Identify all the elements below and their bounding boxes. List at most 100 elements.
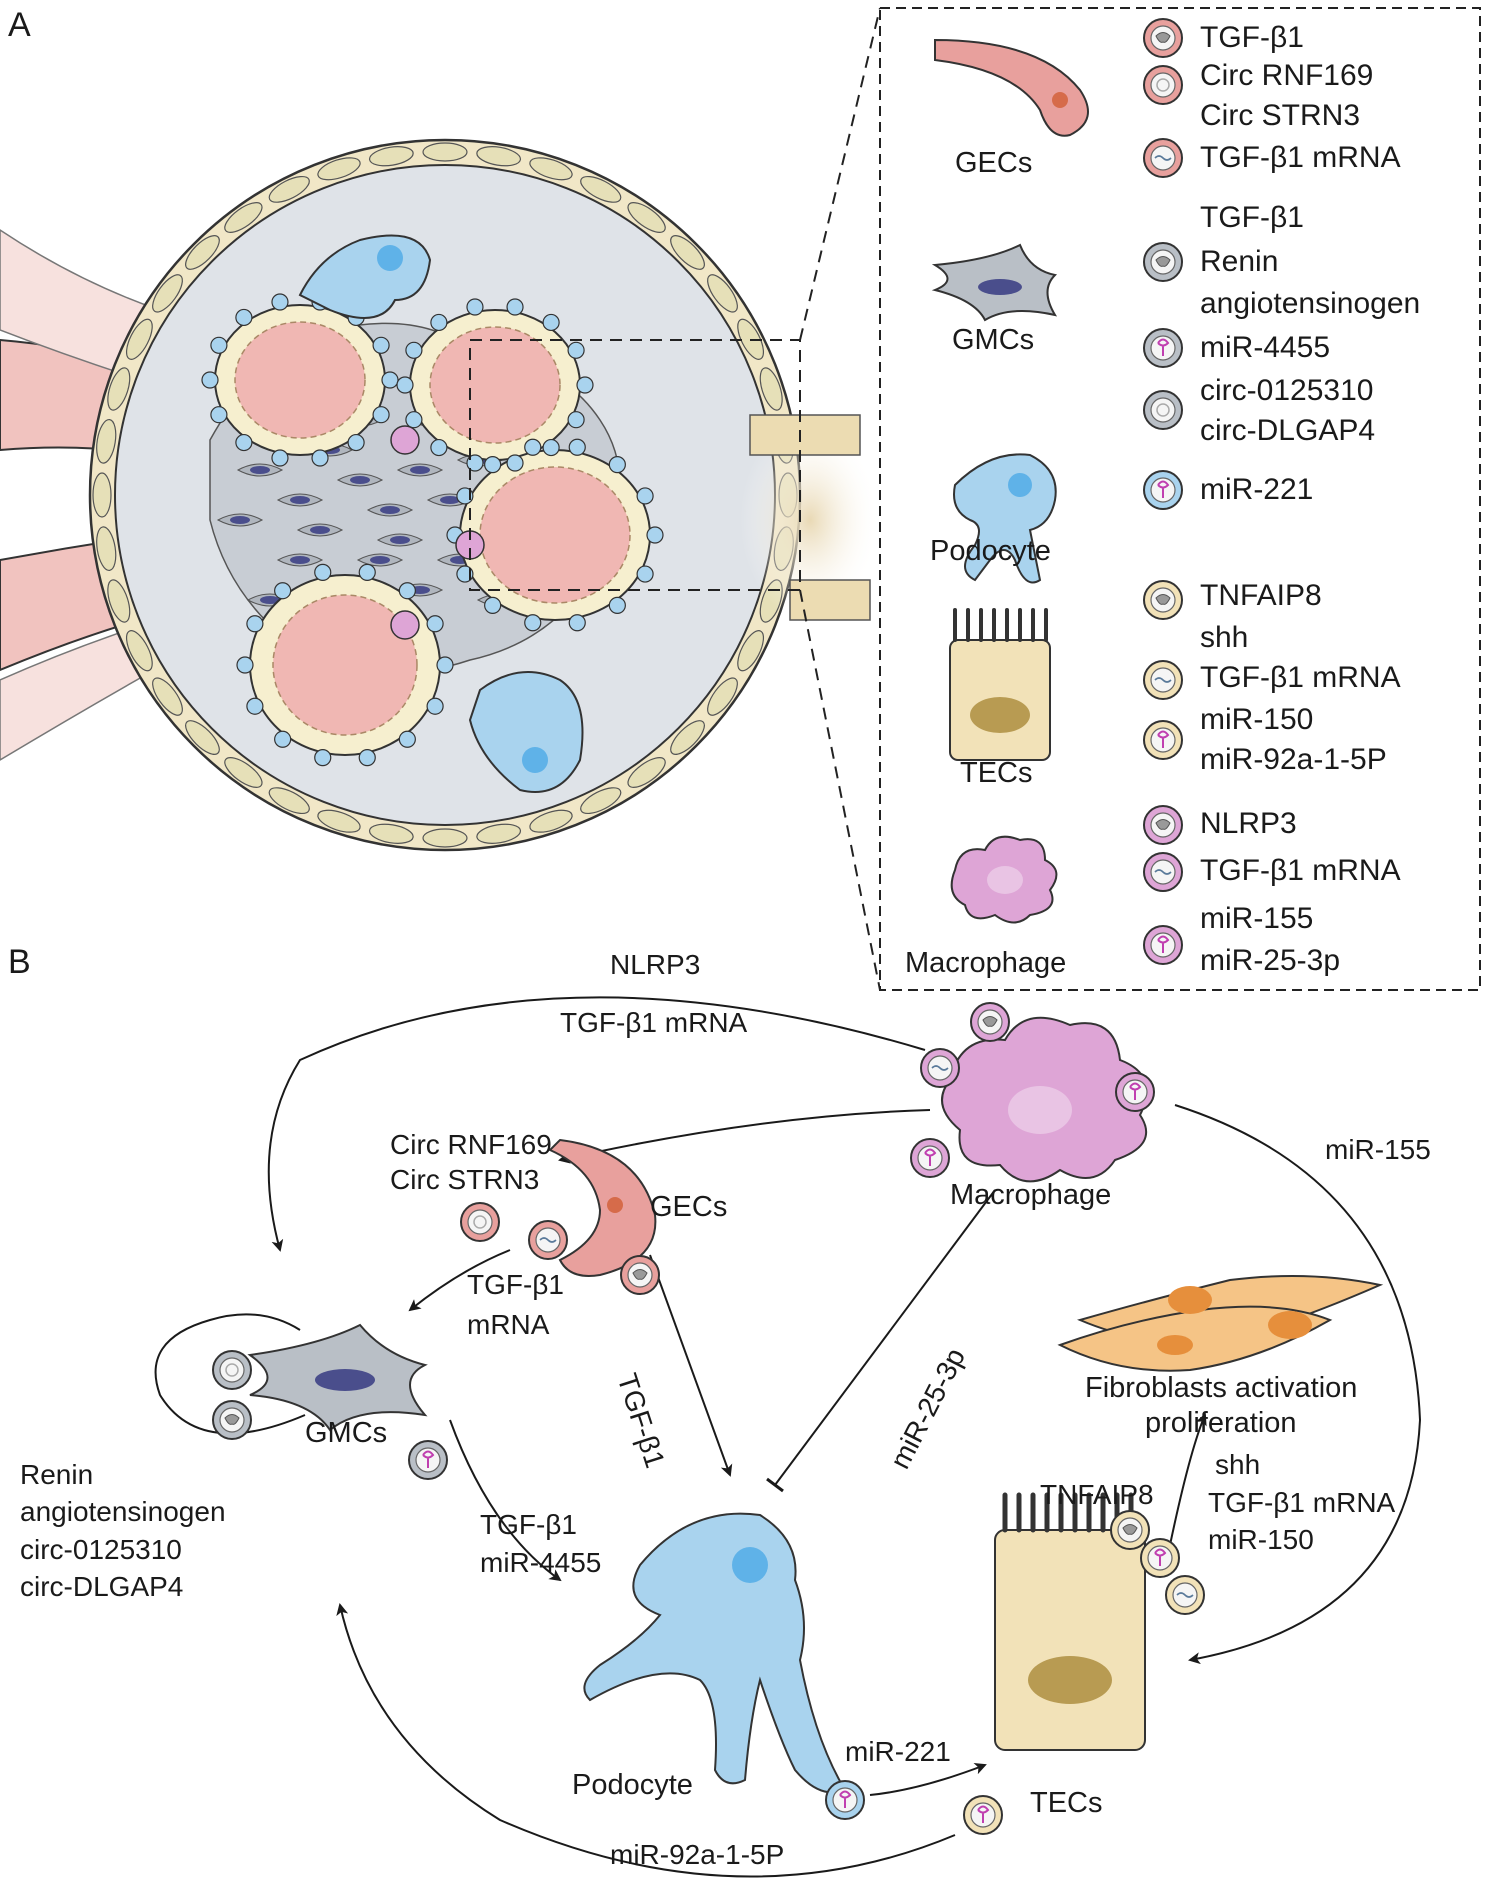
flow-mir221: miR-221 bbox=[845, 1736, 951, 1767]
b-vesicle-tec-4 bbox=[1165, 1575, 1205, 1615]
legend-gmcs-label: GMCs bbox=[952, 324, 1035, 356]
panel-a-letter: A bbox=[8, 6, 31, 44]
b-vesicle-podocyte bbox=[825, 1780, 865, 1820]
foot-process bbox=[608, 456, 626, 474]
capsule-cell bbox=[580, 175, 622, 203]
arrow-gmcs-to-podocyte bbox=[449, 1419, 562, 1582]
foot-process bbox=[430, 313, 448, 332]
foot-process bbox=[210, 406, 228, 424]
capsule-cell bbox=[368, 823, 414, 844]
arrow-macrophage-to-gecs bbox=[558, 1109, 931, 1164]
flow-tgf-mrna-top: TGF-β1 mRNA bbox=[560, 1007, 748, 1038]
foot-process bbox=[381, 371, 399, 389]
mesangial-nucleus bbox=[250, 466, 270, 474]
b-vesicle-macro-4 bbox=[910, 1138, 950, 1178]
flow-gmc-left-1: Renin bbox=[20, 1459, 94, 1490]
mirna-glyph bbox=[977, 1805, 990, 1823]
legend-tec-icon bbox=[949, 608, 1051, 761]
capsule-cell bbox=[529, 157, 573, 181]
arrow-tecs-to-fibroblasts bbox=[1169, 1413, 1207, 1546]
foot-process bbox=[484, 456, 502, 474]
foot-process bbox=[246, 615, 264, 633]
foot-process bbox=[235, 308, 253, 327]
flow-mir155: miR-155 bbox=[1325, 1134, 1431, 1165]
capsule-cell bbox=[185, 720, 220, 755]
arrow-nlrp3-to-gmcs bbox=[267, 996, 926, 1252]
flow-tec-tgf-mrna: TGF-β1 mRNA bbox=[1208, 1487, 1396, 1518]
legend-gmc-cargo-4: miR-4455 bbox=[1200, 331, 1331, 364]
protein-glyph bbox=[1155, 594, 1171, 605]
foot-process bbox=[201, 371, 219, 389]
capsule-cell bbox=[707, 274, 738, 313]
protein-glyph bbox=[1122, 1524, 1138, 1535]
flow-tnfaip8: TNFAIP8 bbox=[1040, 1479, 1154, 1510]
capsule-cell bbox=[670, 720, 705, 755]
capsule-cell bbox=[224, 757, 263, 788]
flow-mir25: miR-25-3p bbox=[884, 1343, 972, 1474]
legend-gmc-cargo-3: angiotensinogen bbox=[1200, 287, 1421, 320]
b-fibroblasts-label-1: Fibroblasts activation bbox=[1085, 1372, 1358, 1404]
mesangial-nucleus bbox=[440, 496, 460, 504]
legend-podocyte-label: Podocyte bbox=[930, 535, 1051, 567]
foot-process bbox=[426, 697, 444, 715]
foot-process bbox=[568, 614, 586, 632]
mirna-glyph bbox=[422, 1450, 435, 1468]
arrow-gecs-to-gmcs bbox=[408, 1249, 511, 1312]
legend-macrophage-label: Macrophage bbox=[905, 947, 1067, 979]
arrow-gecs-to-podocyte bbox=[649, 1254, 733, 1477]
flow-circ-rnf169: Circ RNF169 bbox=[390, 1129, 552, 1160]
vesicle-lumen bbox=[467, 1209, 493, 1235]
protein-glyph bbox=[224, 1414, 240, 1425]
panel-b-vesicles bbox=[212, 1002, 1205, 1835]
mirna-glyph bbox=[1129, 1082, 1142, 1100]
foot-process bbox=[568, 438, 586, 456]
foot-process bbox=[271, 293, 289, 311]
mirna-glyph bbox=[1157, 730, 1170, 748]
legend-gmc-icon bbox=[931, 243, 1058, 322]
legend-gmc-cargo-6: circ-DLGAP4 bbox=[1200, 414, 1376, 447]
legend-podocyte-icon bbox=[953, 453, 1057, 584]
mirna-glyph bbox=[839, 1790, 852, 1808]
foot-process bbox=[405, 341, 423, 359]
capsule-cell bbox=[476, 823, 522, 844]
mesangial-nucleus bbox=[390, 536, 410, 544]
legend-tec-cargo-1: TNFAIP8 bbox=[1200, 579, 1322, 612]
vesicle-lumen bbox=[1150, 397, 1176, 423]
capsule-cell bbox=[152, 274, 183, 313]
capsule-cell bbox=[529, 809, 573, 833]
legend-macro-cargo-1: NLRP3 bbox=[1200, 807, 1297, 840]
foot-process bbox=[398, 730, 416, 748]
mesangial-nucleus bbox=[290, 496, 310, 504]
capsule-cell bbox=[476, 146, 522, 167]
vesicle-lumen bbox=[1150, 72, 1176, 98]
mrna-glyph bbox=[1154, 155, 1172, 161]
foot-process bbox=[372, 406, 390, 424]
foot-process bbox=[567, 341, 585, 359]
foot-process bbox=[358, 749, 376, 767]
capsule-cell bbox=[185, 235, 220, 270]
capsule-cell bbox=[627, 202, 666, 233]
legend-vesicle-macro-2 bbox=[1143, 852, 1183, 892]
circrna-glyph bbox=[225, 1363, 239, 1377]
foot-process bbox=[396, 376, 414, 394]
foot-process bbox=[372, 336, 390, 354]
protein-glyph bbox=[632, 1269, 648, 1280]
foot-process bbox=[456, 487, 474, 505]
foot-process bbox=[426, 615, 444, 633]
capsule-cell bbox=[224, 202, 263, 233]
b-macrophage-label: Macrophage bbox=[950, 1179, 1112, 1211]
capsule-cell bbox=[96, 526, 117, 572]
legend-gec-cargo-4: TGF-β1 mRNA bbox=[1200, 141, 1401, 174]
foot-process bbox=[576, 376, 594, 394]
b-vesicle-tec-2 bbox=[1110, 1510, 1150, 1550]
b-tecs-label: TECs bbox=[1030, 1787, 1103, 1819]
legend-vesicle-tec-2 bbox=[1143, 660, 1183, 700]
protein-glyph bbox=[1155, 819, 1171, 830]
mirna-glyph bbox=[924, 1148, 937, 1166]
legend-vesicle-gmc-2 bbox=[1143, 328, 1183, 368]
foot-process bbox=[456, 565, 474, 583]
b-vesicle-macro-1 bbox=[970, 1002, 1010, 1042]
legend-gmc-cargo-5: circ-0125310 bbox=[1200, 374, 1374, 407]
b-macrophage-cell bbox=[941, 1016, 1148, 1183]
zoom-box bbox=[469, 339, 801, 591]
